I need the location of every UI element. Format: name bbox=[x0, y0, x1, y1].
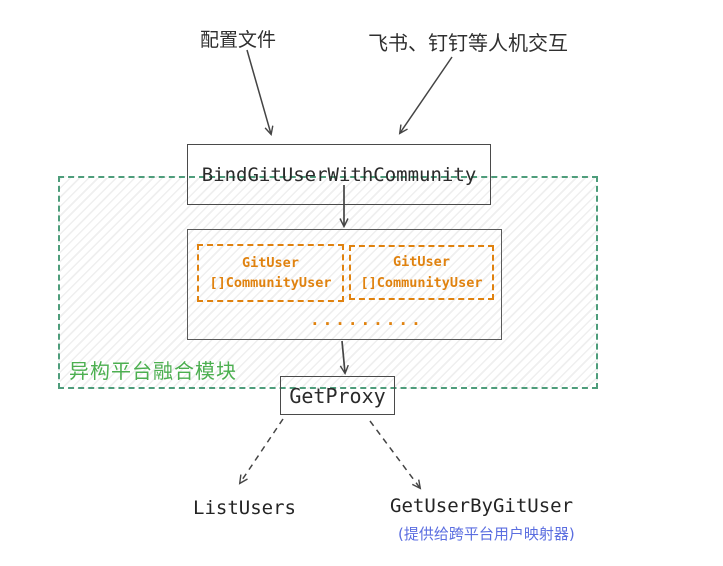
arrow-getproxy-to-listusers bbox=[238, 418, 284, 485]
arrow-config-to-bind bbox=[246, 49, 274, 136]
fusion-module-region-label: 异构平台融合模块 bbox=[69, 359, 237, 383]
pair-box-line2: []CommunityUser bbox=[209, 275, 332, 291]
more-pairs-ellipsis: ......... bbox=[310, 310, 424, 329]
list-users-label: ListUsers bbox=[193, 497, 296, 519]
get-proxy-node: GetProxy bbox=[280, 376, 395, 415]
get-proxy-node-label: GetProxy bbox=[289, 383, 386, 408]
bind-git-user-node: BindGitUserWithCommunity bbox=[187, 144, 491, 205]
pair-box-line1: GitUser bbox=[242, 254, 299, 271]
git-community-pair-box: GitUser []CommunityUser bbox=[349, 245, 494, 300]
im-interaction-label: 飞书、钉钉等人机交互 bbox=[368, 31, 568, 55]
cross-platform-mapper-note: (提供给跨平台用户映射器) bbox=[398, 525, 575, 543]
fusion-module-region: 异构平台融合模块 bbox=[58, 176, 598, 389]
bind-git-user-node-label: BindGitUserWithCommunity bbox=[201, 163, 477, 186]
arrow-im-to-bind bbox=[398, 56, 453, 135]
config-file-label: 配置文件 bbox=[200, 29, 277, 51]
pair-box-line1: GitUser bbox=[393, 254, 450, 271]
mapping-container-node: GitUser []CommunityUser GitUser []Commun… bbox=[187, 229, 502, 340]
pair-box-line2: []CommunityUser bbox=[360, 274, 483, 291]
get-user-by-git-user-label: GetUserByGitUser bbox=[390, 495, 574, 517]
arrow-getproxy-to-getuser bbox=[369, 420, 422, 490]
git-community-pair-box: GitUser []CommunityUser bbox=[197, 244, 344, 302]
